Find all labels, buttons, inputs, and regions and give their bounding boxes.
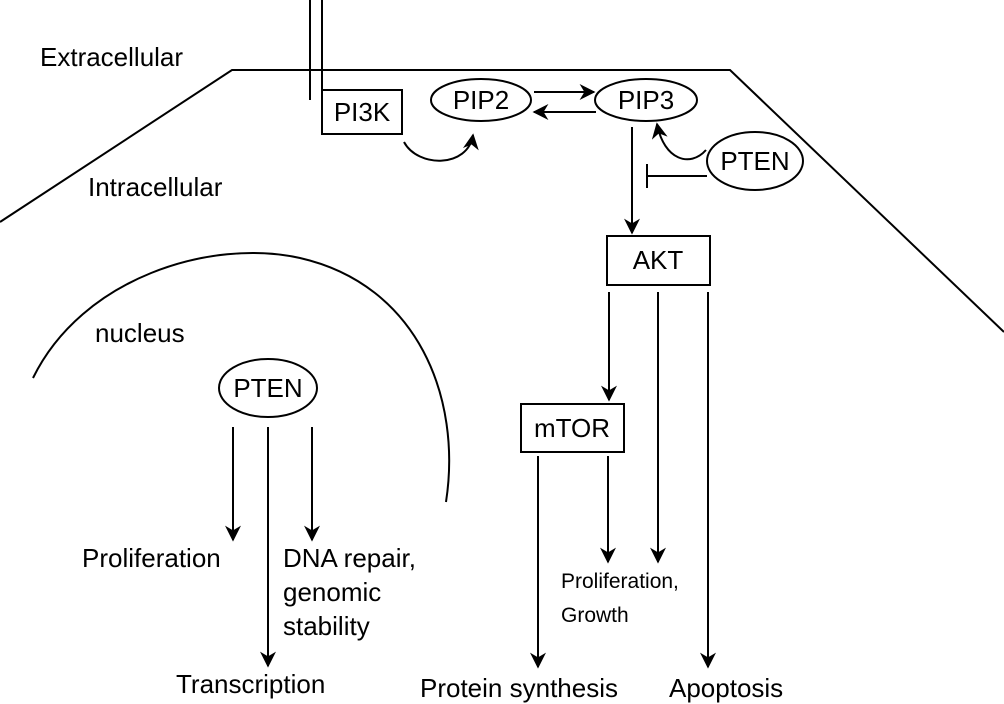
dna-repair-label-line3: stability	[283, 611, 370, 641]
proliferation-growth-label-line1: Proliferation,	[561, 570, 679, 593]
transcription-label: Transcription	[176, 669, 325, 699]
extracellular-label: Extracellular	[40, 42, 183, 72]
akt-node	[606, 235, 711, 286]
pi3k-node	[321, 89, 403, 135]
pten-to-pip3-arrow	[651, 122, 707, 161]
mtor-node	[520, 403, 625, 453]
protein-synthesis-label: Protein synthesis	[420, 673, 618, 703]
pten-nuclear-label: PTEN	[233, 373, 302, 403]
proliferation-nuclear-label: Proliferation	[82, 543, 221, 573]
pip2-label: PIP2	[453, 85, 509, 115]
pip3-node	[594, 78, 698, 122]
mtor-label: mTOR	[534, 413, 610, 443]
pi3k-label: PI3K	[334, 97, 391, 127]
nucleus-label: nucleus	[95, 318, 185, 348]
pten-membrane-node	[706, 131, 804, 191]
pten-membrane-label: PTEN	[720, 146, 789, 176]
dna-repair-label-line2: genomic	[283, 577, 381, 607]
dna-repair-label-line1: DNA repair,	[283, 543, 416, 573]
pi3k-to-pip2-arrow	[403, 133, 479, 162]
pip2-node	[430, 78, 532, 122]
cell-membrane	[0, 69, 1004, 333]
proliferation-growth-label-line2: Growth	[561, 604, 629, 627]
nuclear-envelope	[32, 252, 451, 503]
apoptosis-label: Apoptosis	[669, 673, 783, 703]
pip3-label: PIP3	[618, 85, 674, 115]
pten-nuclear-node	[218, 358, 318, 418]
akt-label: AKT	[633, 245, 684, 275]
intracellular-label: Intracellular	[88, 172, 223, 202]
